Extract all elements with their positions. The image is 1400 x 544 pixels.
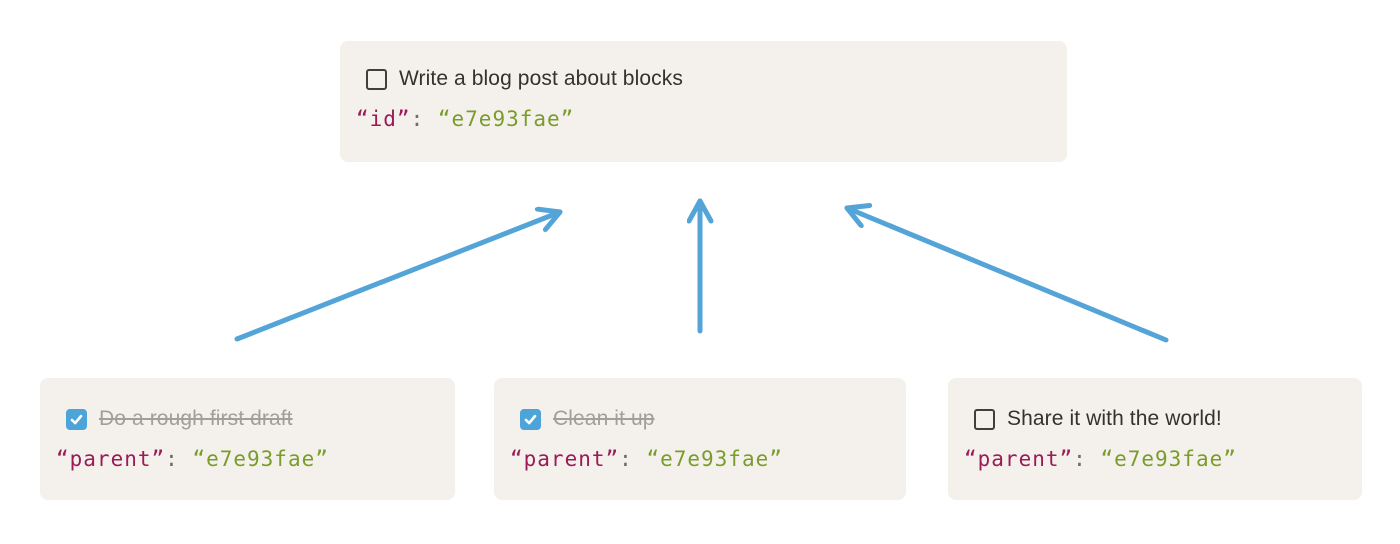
task-checkbox-checked-icon[interactable] — [66, 408, 87, 430]
task-title: Share it with the world! — [1007, 407, 1222, 430]
checkmark-icon — [524, 414, 537, 424]
checkmark-icon — [70, 414, 83, 424]
code-separator: : — [619, 447, 647, 471]
code-separator: : — [410, 107, 438, 131]
task-title: Clean it up — [553, 407, 655, 430]
code-separator: : — [165, 447, 193, 471]
task-row: Share it with the world! — [974, 406, 1338, 432]
parent-task-card: Write a blog post about blocks “id”: “e7… — [340, 41, 1067, 162]
task-row: Clean it up — [520, 406, 882, 432]
code-line: “parent”: “e7e93fae” — [56, 445, 431, 473]
task-checkbox-unchecked-icon[interactable] — [366, 68, 387, 90]
code-key: “parent” — [510, 447, 620, 471]
child-task-card-1: Do a rough first draft “parent”: “e7e93f… — [40, 378, 455, 500]
code-value: “e7e93fae” — [1100, 447, 1237, 471]
code-line: “parent”: “e7e93fae” — [510, 445, 882, 473]
child-task-card-2: Clean it up “parent”: “e7e93fae” — [494, 378, 906, 500]
code-key: “parent” — [56, 447, 166, 471]
code-value: “e7e93fae” — [646, 447, 783, 471]
code-key: “parent” — [964, 447, 1074, 471]
task-row: Do a rough first draft — [66, 406, 431, 432]
code-separator: : — [1073, 447, 1101, 471]
arrow-child1-to-parent — [234, 212, 563, 342]
code-key: “id” — [356, 107, 411, 131]
task-checkbox-checked-icon[interactable] — [520, 408, 541, 430]
task-title: Do a rough first draft — [99, 407, 293, 430]
code-value: “e7e93fae” — [437, 107, 575, 131]
code-value: “e7e93fae” — [192, 447, 329, 471]
task-checkbox-unchecked-icon[interactable] — [974, 408, 995, 430]
code-line: “id”: “e7e93fae” — [356, 105, 1043, 133]
arrow-child3-to-parent — [844, 208, 1169, 343]
task-title: Write a blog post about blocks — [399, 67, 683, 90]
child-task-card-3: Share it with the world! “parent”: “e7e9… — [948, 378, 1362, 500]
task-row: Write a blog post about blocks — [366, 66, 1043, 92]
code-line: “parent”: “e7e93fae” — [964, 445, 1338, 473]
